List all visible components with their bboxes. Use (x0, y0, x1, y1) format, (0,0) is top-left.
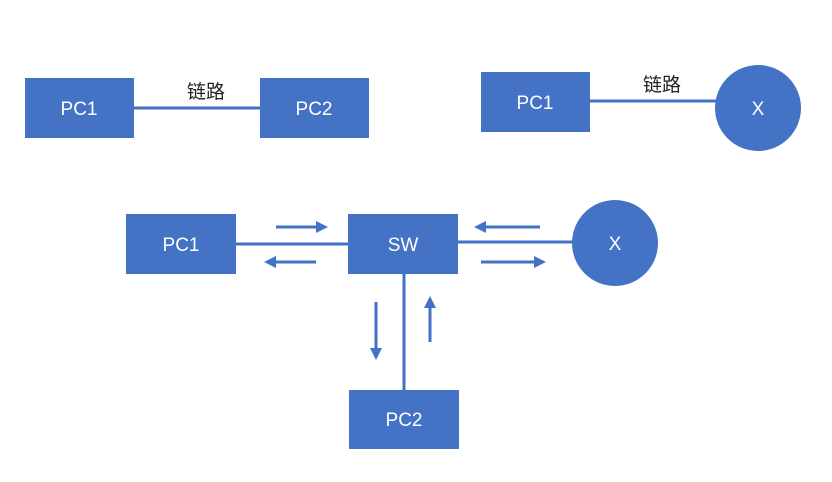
arrow-right-sw-x (481, 256, 546, 268)
link-label-b: 链路 (643, 74, 681, 96)
diagram-switch: PC1 SW X PC2 (126, 200, 658, 449)
pc2-label-a: PC2 (296, 99, 333, 120)
link-label-a: 链路 (187, 81, 225, 103)
x-node-c (572, 200, 658, 286)
sw-label: SW (388, 235, 419, 256)
x-label-b: X (752, 99, 765, 120)
pc2-label-c: PC2 (386, 410, 423, 431)
pc1-label-a: PC1 (61, 99, 98, 120)
diagram-pc1-x: 链路 PC1 X (481, 65, 801, 151)
arrow-up-pc2-sw (424, 296, 436, 342)
diagram-pc1-pc2: 链路 PC1 PC2 (25, 78, 369, 138)
pc1-node-a (25, 78, 134, 138)
arrow-right-pc1-sw (276, 221, 328, 233)
pc2-node-c (349, 390, 459, 449)
pc1-label-c: PC1 (163, 235, 200, 256)
pc1-node-c (126, 214, 236, 274)
pc1-label-b: PC1 (517, 93, 554, 114)
arrow-left-x-sw (474, 221, 540, 233)
sw-node (348, 214, 458, 274)
arrow-left-sw-pc1 (264, 256, 316, 268)
arrow-down-sw-pc2 (370, 302, 382, 360)
pc2-node-a (260, 78, 369, 138)
pc1-node-b (481, 72, 590, 132)
x-label-c: X (609, 234, 622, 255)
x-node-b (715, 65, 801, 151)
